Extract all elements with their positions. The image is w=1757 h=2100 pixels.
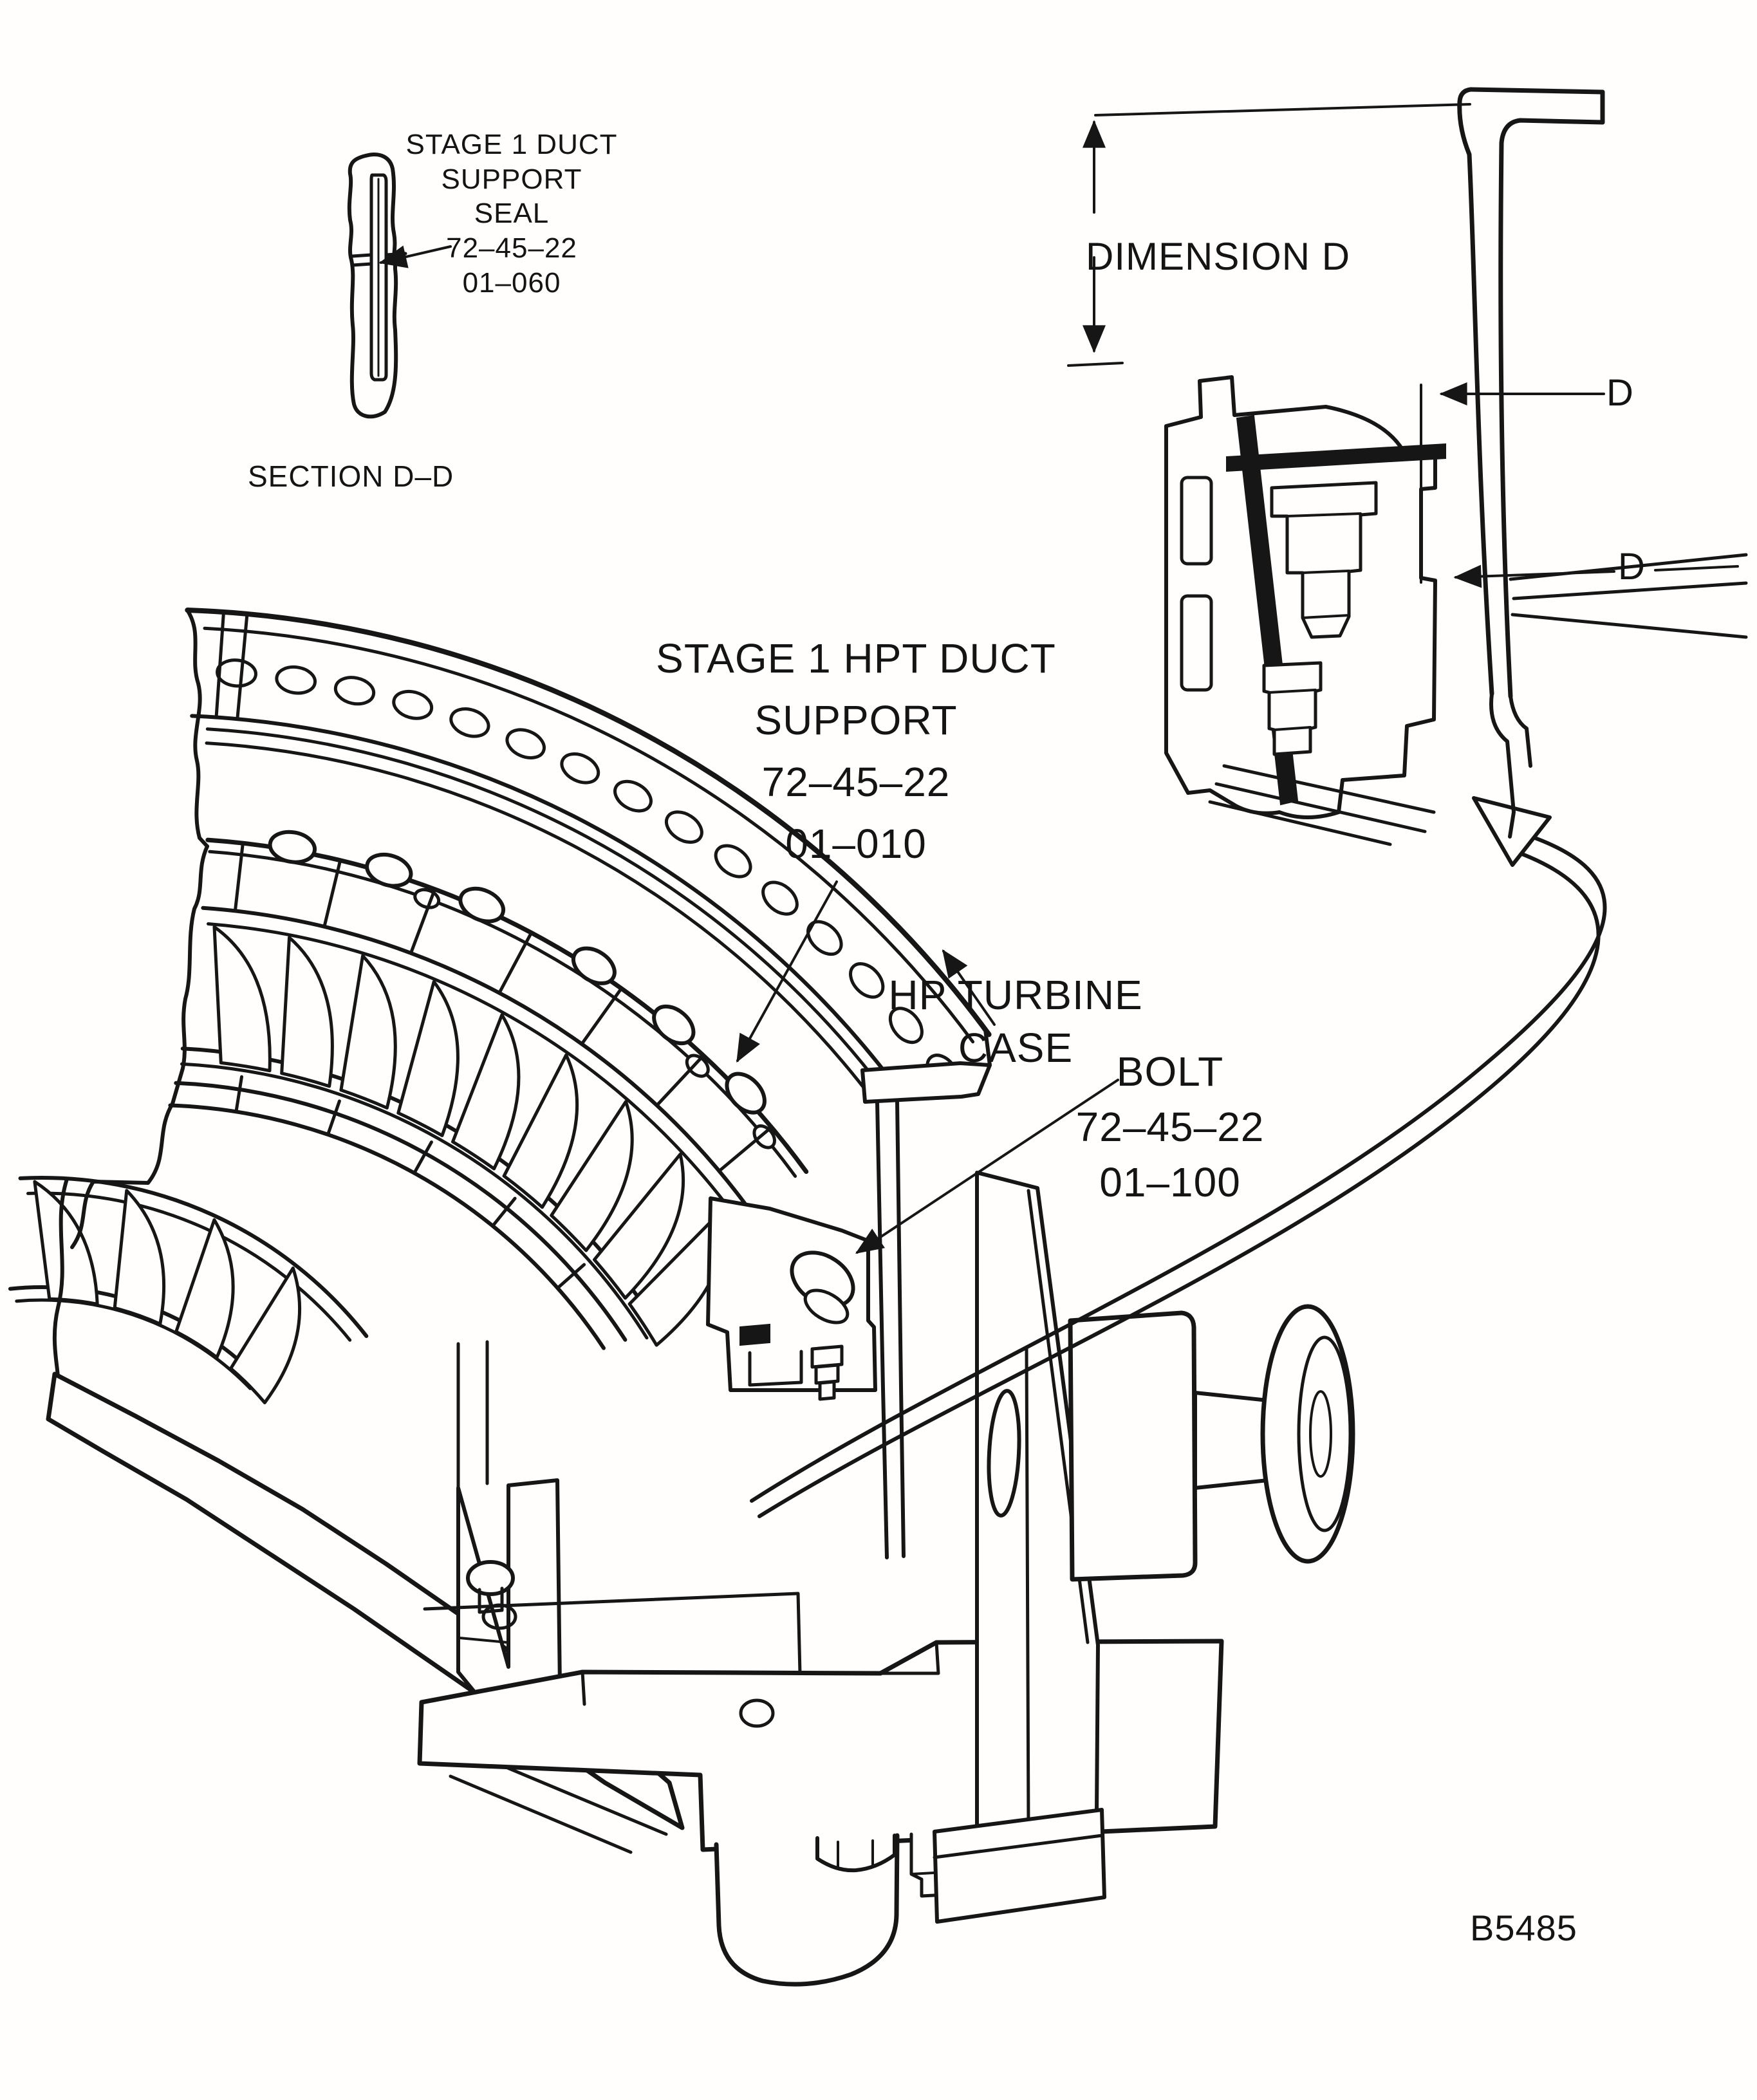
d-lower-label: D — [1618, 546, 1646, 588]
turbine-case-arcs — [8, 608, 992, 1404]
boss-neck — [1193, 1391, 1270, 1490]
case-web — [860, 1028, 992, 1559]
bolt-leader — [855, 1079, 1119, 1254]
leader-arrows — [378, 245, 1119, 1254]
bracket-foot — [933, 1808, 1106, 1924]
hp-turbine-case-label: HP TURBINE CASE — [888, 972, 1143, 1071]
dim-extension-top — [1094, 103, 1471, 116]
seal-leader — [378, 245, 452, 268]
borescope-dome — [714, 1831, 958, 1987]
support-bracket — [933, 1171, 1106, 1924]
torn-swath — [46, 1371, 685, 1854]
hp-case-leader — [942, 949, 996, 1026]
d-lower-leader — [1453, 564, 1615, 588]
detail-view — [1067, 87, 1748, 846]
detail-bolt — [1270, 481, 1378, 639]
section-dd-label: SECTION D–D — [248, 460, 454, 493]
dimension-d-label: DIMENSION D — [1086, 235, 1351, 278]
knob-disc — [1260, 1304, 1355, 1564]
seal-support-label: STAGE 1 DUCT SUPPORT SEAL 72–45–22 01–06… — [405, 129, 618, 299]
retainer-stack — [810, 1344, 844, 1401]
figure-code: B5485 — [1470, 1908, 1577, 1948]
bracket-slot — [987, 1389, 1021, 1518]
boss-and-knob — [1068, 1304, 1355, 1582]
boss-cylinder — [1068, 1310, 1198, 1582]
bolt-label: BOLT 72–45–22 01–100 — [1075, 1048, 1265, 1205]
d-upper-label: D — [1606, 372, 1634, 414]
seal-strip-horizontal — [1226, 443, 1446, 472]
torn-edges — [52, 608, 209, 1386]
duct-support-lower-channel — [456, 1340, 562, 1702]
hpt-duct-support-label: STAGE 1 HPT DUCT SUPPORT 72–45–22 01–010 — [656, 635, 1056, 867]
seal-section-sketch — [347, 153, 407, 419]
hpt-support-leader — [736, 880, 838, 1063]
duct-support-joint — [706, 1196, 877, 1401]
